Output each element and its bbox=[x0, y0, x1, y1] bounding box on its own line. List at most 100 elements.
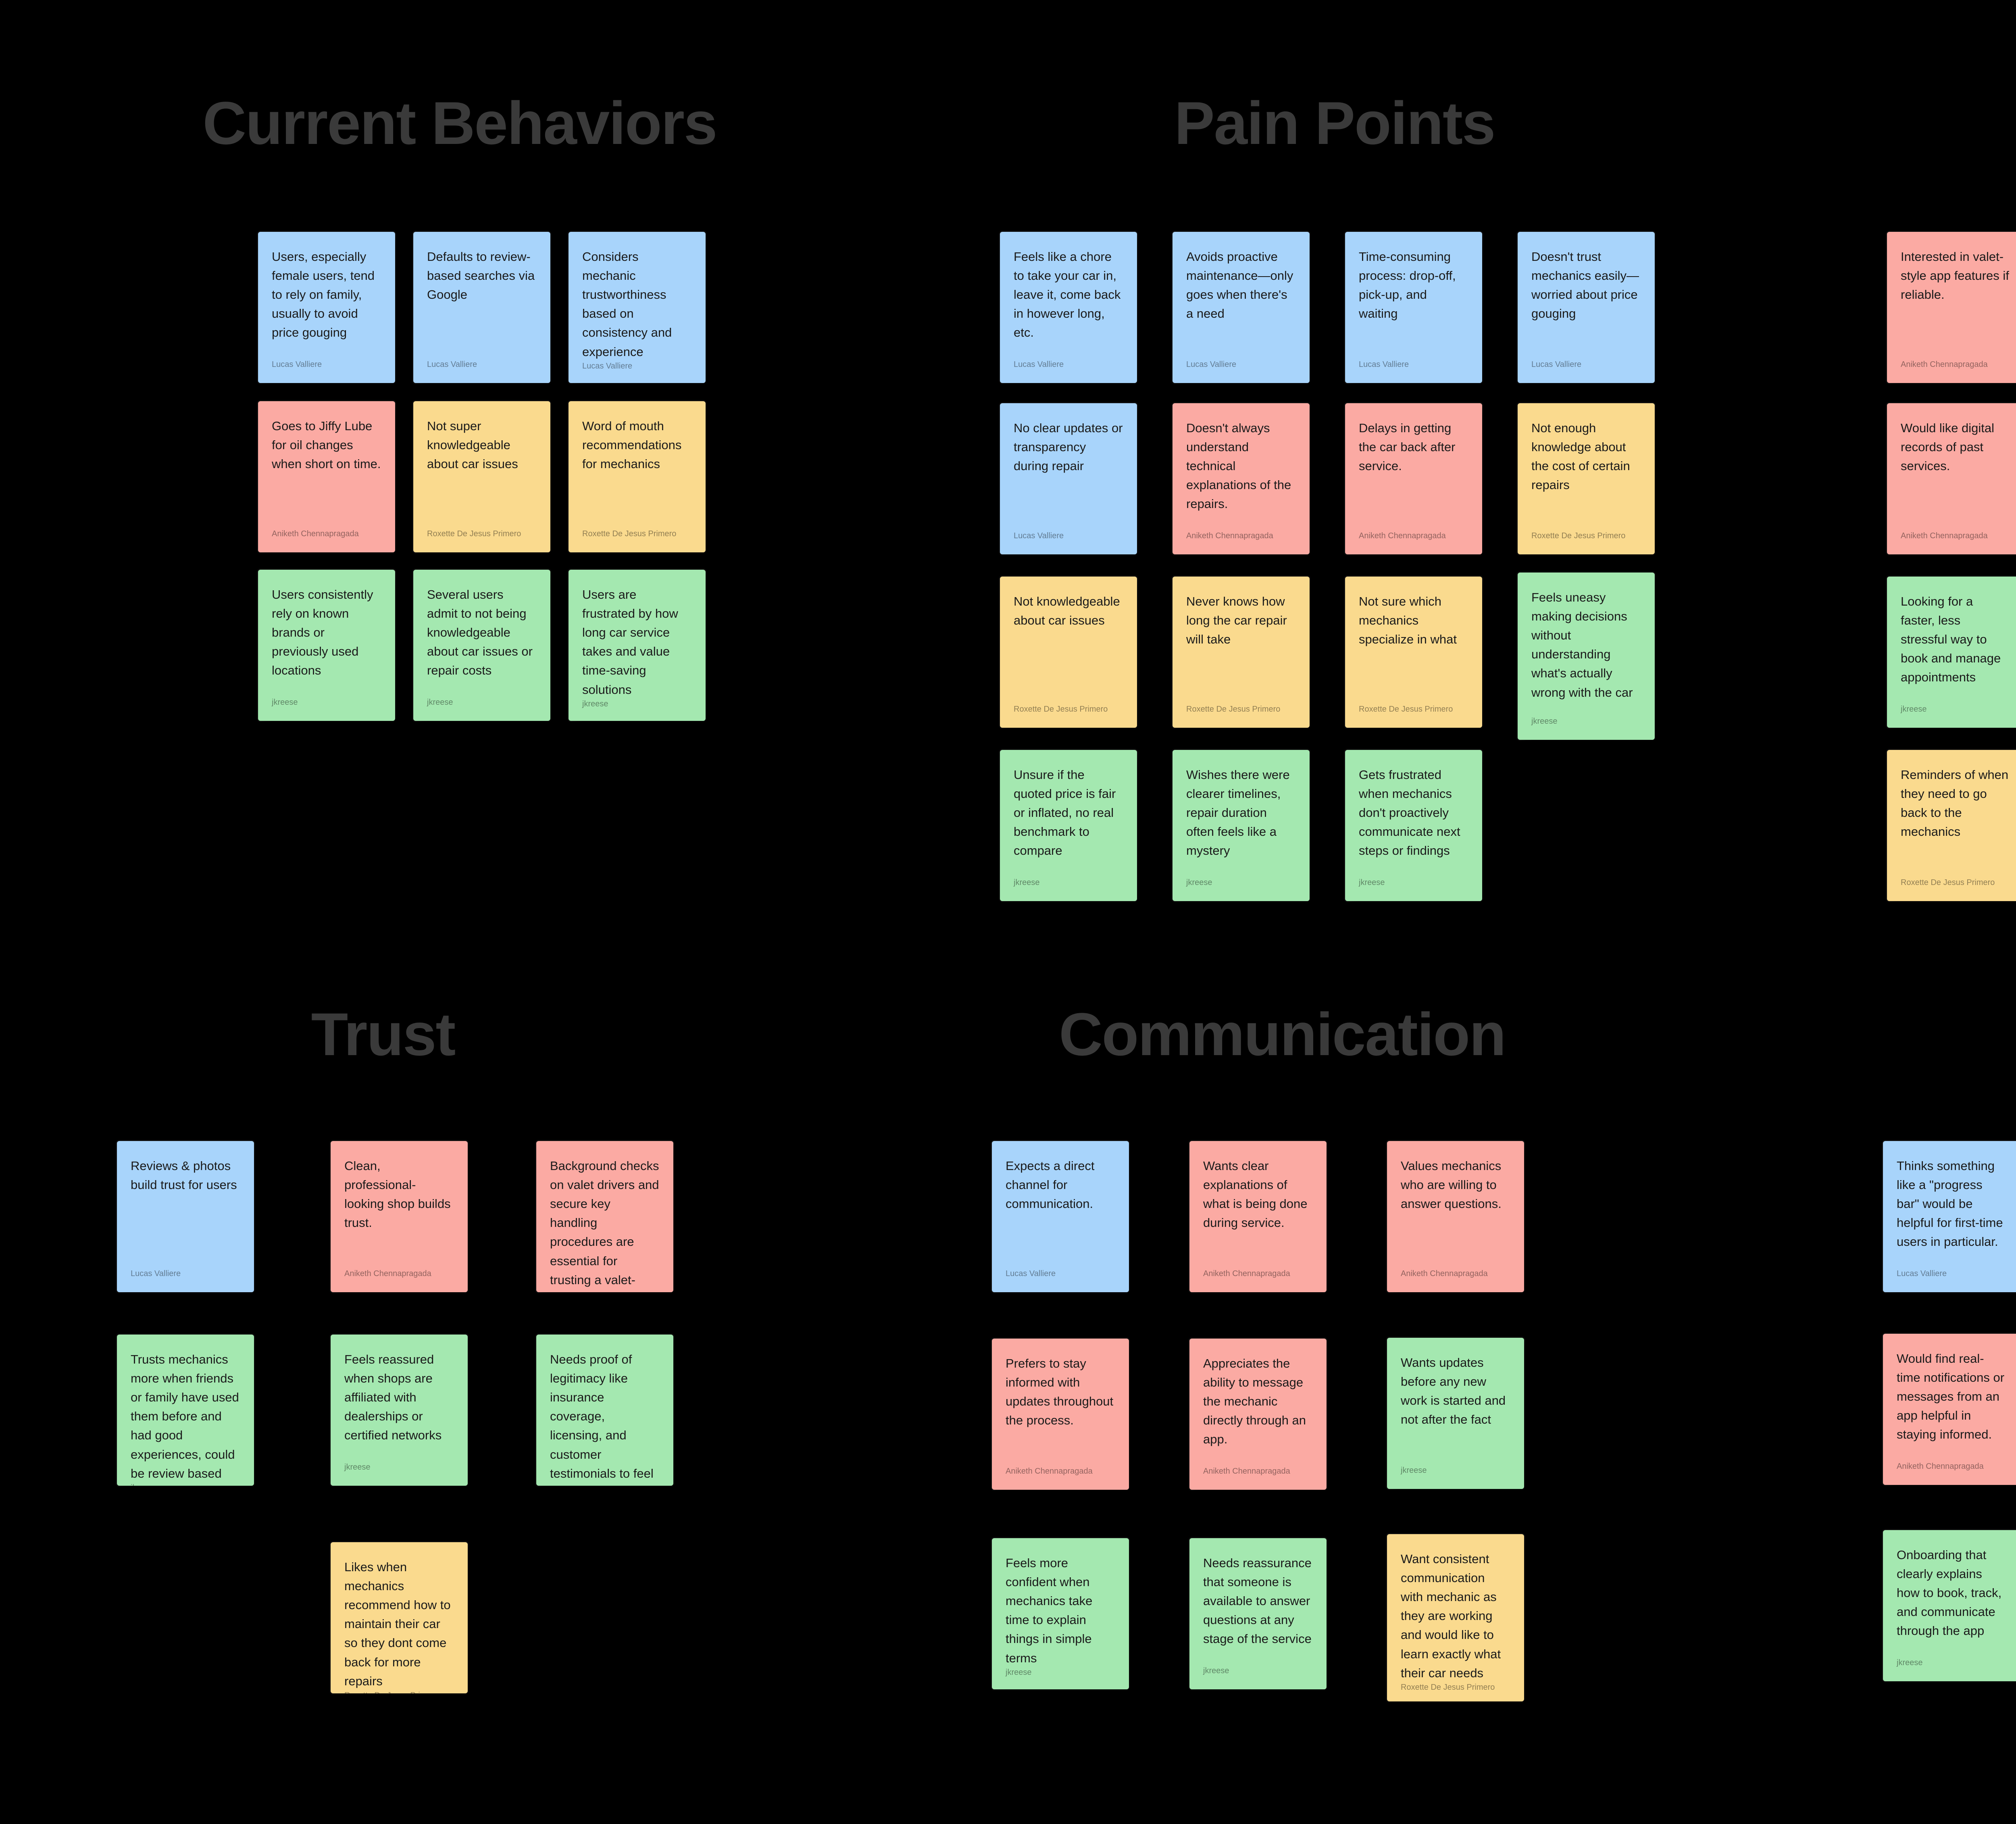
sticky-note[interactable]: Not enough knowledge about the cost of c… bbox=[1518, 403, 1655, 554]
note-author: Aniketh Chennapragada bbox=[1359, 531, 1446, 540]
sticky-note[interactable]: Wants clear explanations of what is bein… bbox=[1189, 1141, 1327, 1292]
sticky-note[interactable]: Users consistently rely on known brands … bbox=[258, 570, 395, 721]
note-text: Unsure if the quoted price is fair or in… bbox=[1014, 768, 1116, 858]
sticky-note[interactable]: Likes when mechanics recommend how to ma… bbox=[331, 1542, 468, 1693]
note-author: Lucas Valliere bbox=[1186, 360, 1237, 369]
sticky-note[interactable]: Clean, professional-looking shop builds … bbox=[331, 1141, 468, 1292]
sticky-note[interactable]: Wants updates before any new work is sta… bbox=[1387, 1338, 1524, 1489]
sticky-note[interactable]: No clear updates or transparency during … bbox=[1000, 403, 1137, 554]
note-text: Likes when mechanics recommend how to ma… bbox=[344, 1560, 451, 1688]
note-author: Aniketh Chennapragada bbox=[1006, 1467, 1093, 1476]
note-author: Aniketh Chennapragada bbox=[1901, 531, 1988, 540]
sticky-note[interactable]: Onboarding that clearly explains how to … bbox=[1883, 1530, 2016, 1681]
note-text: Several users admit to not being knowled… bbox=[427, 587, 533, 678]
note-text: Reviews & photos build trust for users bbox=[131, 1159, 237, 1192]
note-author: Roxette De Jesus Primero bbox=[1186, 705, 1281, 714]
sticky-note[interactable]: Not super knowledgeable about car issues… bbox=[413, 401, 550, 552]
note-author: jkreese bbox=[272, 698, 298, 707]
sticky-note[interactable]: Interested in valet-style app features i… bbox=[1887, 232, 2016, 383]
note-author: Aniketh Chennapragada bbox=[1186, 531, 1273, 540]
note-author: jkreese bbox=[1401, 1466, 1427, 1475]
note-author: jkreese bbox=[1006, 1668, 1032, 1677]
note-text: Word of mouth recommendations for mechan… bbox=[582, 419, 682, 471]
section-desires-needs: Desires/Needs Interested in valet-style … bbox=[1855, 93, 2016, 998]
sticky-note[interactable]: Reminders of when they need to go back t… bbox=[1887, 750, 2016, 901]
sticky-note[interactable]: Feels like a chore to take your car in, … bbox=[1000, 232, 1137, 383]
sticky-note[interactable]: Want consistent communication with mecha… bbox=[1387, 1534, 1524, 1701]
sticky-note[interactable]: Doesn't always understand technical expl… bbox=[1173, 403, 1310, 554]
note-text: Thinks something like a "progress bar" w… bbox=[1897, 1159, 2003, 1249]
note-text: Prefers to stay informed with updates th… bbox=[1006, 1356, 1114, 1428]
sticky-note[interactable]: Considers mechanic trustworthiness based… bbox=[569, 232, 706, 383]
sticky-note[interactable]: Gets frustrated when mechanics don't pro… bbox=[1345, 750, 1482, 901]
sticky-note[interactable]: Unsure if the quoted price is fair or in… bbox=[1000, 750, 1137, 901]
sticky-note[interactable]: Feels reassured when shops are affiliate… bbox=[331, 1335, 468, 1486]
note-author: Roxette De Jesus Primero bbox=[427, 529, 521, 538]
note-text: Gets frustrated when mechanics don't pro… bbox=[1359, 768, 1460, 858]
sticky-note[interactable]: Feels more confident when mechanics take… bbox=[992, 1538, 1129, 1689]
sticky-note[interactable]: Values mechanics who are willing to answ… bbox=[1387, 1141, 1524, 1292]
sticky-note[interactable]: Looking for a faster, less stressful way… bbox=[1887, 577, 2016, 728]
section-tips-advice: Tips/Advice Thinks something like a "pro… bbox=[1839, 1004, 2016, 1806]
note-author: Roxette De Jesus Primero bbox=[1014, 705, 1108, 714]
note-text: Users, especially female users, tend to … bbox=[272, 250, 375, 340]
sticky-note[interactable]: Avoids proactive maintenance—only goes w… bbox=[1173, 232, 1310, 383]
note-author: jkreese bbox=[344, 1463, 371, 1472]
sticky-note[interactable]: Word of mouth recommendations for mechan… bbox=[569, 401, 706, 552]
note-text: Onboarding that clearly explains how to … bbox=[1897, 1548, 2002, 1638]
sticky-note[interactable]: Trusts mechanics more when friends or fa… bbox=[117, 1335, 254, 1486]
sticky-note[interactable]: Doesn't trust mechanics easily—worried a… bbox=[1518, 232, 1655, 383]
note-author: Lucas Valliere bbox=[1531, 360, 1582, 369]
note-text: Feels more confident when mechanics take… bbox=[1006, 1556, 1093, 1665]
sticky-note[interactable]: Needs reassurance that someone is availa… bbox=[1189, 1538, 1327, 1689]
sticky-note[interactable]: Users are frustrated by how long car ser… bbox=[569, 570, 706, 721]
note-author: Aniketh Chennapragada bbox=[1901, 360, 1988, 369]
sticky-note[interactable]: Feels uneasy making decisions without un… bbox=[1518, 573, 1655, 740]
note-author: jkreese bbox=[1531, 717, 1558, 726]
sticky-note[interactable]: Not sure which mechanics specialize in w… bbox=[1345, 577, 1482, 728]
sticky-note[interactable]: Would find real-time notifications or me… bbox=[1883, 1334, 2016, 1485]
section-title-desires-needs: Desires/Needs bbox=[1855, 93, 2016, 153]
note-author: jkreese bbox=[131, 1483, 240, 1486]
note-author: Lucas Valliere bbox=[1006, 1269, 1056, 1278]
note-text: Want consistent communication with mecha… bbox=[1401, 1552, 1501, 1680]
sticky-note[interactable]: Wishes there were clearer timelines, rep… bbox=[1173, 750, 1310, 901]
note-author: Lucas Valliere bbox=[1014, 531, 1064, 540]
sticky-note[interactable]: Goes to Jiffy Lube for oil changes when … bbox=[258, 401, 395, 552]
sticky-note[interactable]: Time-consuming process: drop-off, pick-u… bbox=[1345, 232, 1482, 383]
note-author: jkreese bbox=[427, 698, 453, 707]
section-pain-points: Pain Points Feels like a chore to take y… bbox=[992, 93, 1677, 998]
note-author: Roxette De Jesus Primero bbox=[1359, 705, 1453, 714]
note-author: Aniketh Chennapragada bbox=[272, 529, 359, 538]
note-text: Reminders of when they need to go back t… bbox=[1901, 768, 2009, 839]
note-text: Values mechanics who are willing to answ… bbox=[1401, 1159, 1502, 1211]
note-author: Lucas Valliere bbox=[272, 360, 322, 369]
sticky-note[interactable]: Needs proof of legitimacy like insurance… bbox=[536, 1335, 673, 1486]
note-text: Needs reassurance that someone is availa… bbox=[1203, 1556, 1312, 1646]
sticky-note[interactable]: Delays in getting the car back after ser… bbox=[1345, 403, 1482, 554]
note-author: Roxette De Jesus Primero bbox=[344, 1691, 454, 1693]
note-text: Users consistently rely on known brands … bbox=[272, 587, 373, 678]
sticky-note[interactable]: Never knows how long the car repair will… bbox=[1173, 577, 1310, 728]
note-text: Wants updates before any new work is sta… bbox=[1401, 1356, 1506, 1427]
section-title-pain-points: Pain Points bbox=[1174, 89, 1496, 157]
sticky-note[interactable]: Users, especially female users, tend to … bbox=[258, 232, 395, 383]
sticky-note[interactable]: Expects a direct channel for communicati… bbox=[992, 1141, 1129, 1292]
sticky-note[interactable]: Prefers to stay informed with updates th… bbox=[992, 1339, 1129, 1490]
note-text: Avoids proactive maintenance—only goes w… bbox=[1186, 250, 1293, 321]
sticky-note[interactable]: Would like digital records of past servi… bbox=[1887, 403, 2016, 554]
sticky-note[interactable]: Defaults to review-based searches via Go… bbox=[413, 232, 550, 383]
note-author: jkreese bbox=[1203, 1666, 1229, 1675]
note-text: Wishes there were clearer timelines, rep… bbox=[1186, 768, 1290, 858]
note-text: Doesn't trust mechanics easily—worried a… bbox=[1531, 250, 1639, 321]
section-title-tips-advice: Tips/Advice bbox=[1839, 1004, 2016, 1064]
note-text: Goes to Jiffy Lube for oil changes when … bbox=[272, 419, 381, 471]
sticky-note[interactable]: Several users admit to not being knowled… bbox=[413, 570, 550, 721]
note-author: jkreese bbox=[1359, 878, 1385, 887]
sticky-note[interactable]: Background checks on valet drivers and s… bbox=[536, 1141, 673, 1292]
sticky-note[interactable]: Appreciates the ability to message the m… bbox=[1189, 1339, 1327, 1490]
sticky-note[interactable]: Thinks something like a "progress bar" w… bbox=[1883, 1141, 2016, 1292]
